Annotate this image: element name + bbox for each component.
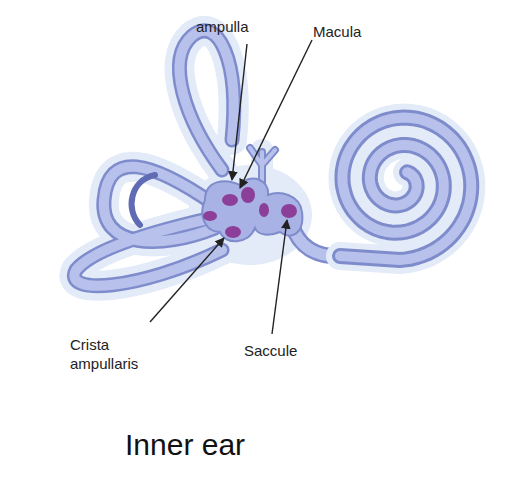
sensory-spots (203, 187, 297, 238)
part-label: Crista ampullaris (70, 336, 155, 374)
cochlea (340, 118, 471, 260)
cochlea-stroke (340, 118, 471, 260)
leader-lines (150, 40, 312, 334)
part-label: Macula (313, 23, 393, 42)
caption: Inner ear (125, 428, 245, 462)
part-label: ampulla (196, 18, 276, 37)
semicircular-canals (74, 31, 233, 286)
part-label: Saccule (244, 342, 324, 361)
cochlea-stroke (340, 118, 471, 260)
cochlea-stroke (340, 118, 471, 260)
vestibule (202, 178, 302, 241)
